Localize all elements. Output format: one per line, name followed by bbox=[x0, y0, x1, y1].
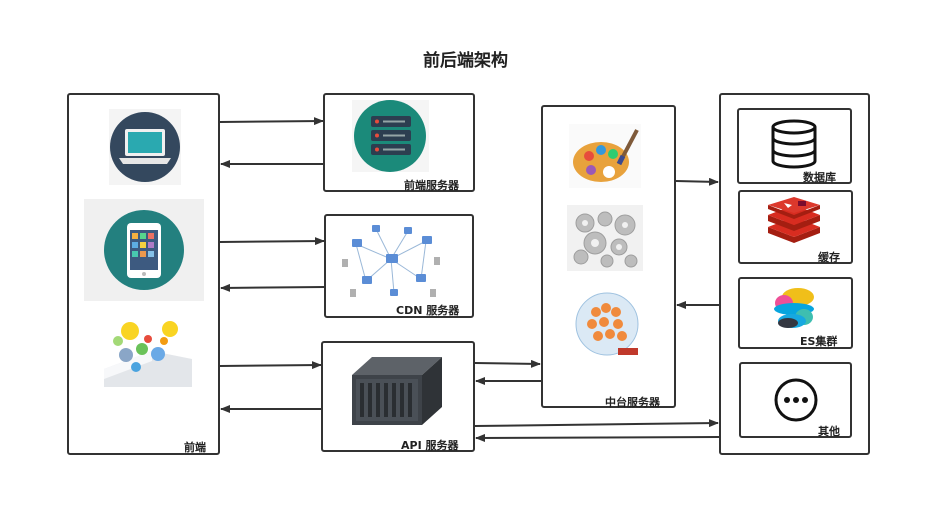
database-label: 数据库 bbox=[803, 171, 836, 184]
frontend-server-label: 前端服务器 bbox=[404, 179, 459, 192]
cache-label: 缓存 bbox=[818, 251, 840, 264]
diagram-title: 前后端架构 bbox=[423, 51, 508, 71]
middle-platform-label: 中台服务器 bbox=[605, 396, 660, 409]
frontend-label: 前端 bbox=[184, 441, 206, 454]
elasticsearch-icon bbox=[770, 287, 818, 333]
cdn-server-label: CDN 服务器 bbox=[396, 304, 460, 317]
database-icon bbox=[770, 119, 818, 173]
arrow-cdn-to-frontend bbox=[220, 283, 326, 292]
smartphone-icon bbox=[84, 199, 204, 305]
cdn-server-box bbox=[324, 214, 474, 318]
arrow-frontend-to-cdn bbox=[219, 237, 325, 246]
es-cluster-label: ES集群 bbox=[800, 335, 838, 348]
palette-icon bbox=[569, 124, 641, 192]
more-icon bbox=[773, 377, 819, 427]
arrow-storage-to-api bbox=[475, 433, 720, 442]
arrow-api-to-middle bbox=[474, 359, 541, 368]
arrow-frontend-to-frontend-server bbox=[219, 117, 324, 126]
cdn-network-icon bbox=[336, 219, 448, 307]
service-cluster-icon bbox=[574, 292, 640, 362]
server-chassis-icon bbox=[348, 353, 444, 431]
gears-icon bbox=[567, 205, 643, 275]
other-label: 其他 bbox=[818, 425, 840, 438]
arrow-api-to-storage bbox=[474, 419, 719, 428]
arrow-frontend-to-api bbox=[219, 361, 322, 370]
redis-icon bbox=[766, 197, 822, 247]
arrow-middle-to-storage bbox=[675, 177, 719, 186]
api-server-label: API 服务器 bbox=[401, 439, 459, 452]
mini-program-icon bbox=[90, 321, 194, 391]
laptop-icon bbox=[109, 109, 181, 189]
server-rack-icon bbox=[352, 100, 429, 176]
